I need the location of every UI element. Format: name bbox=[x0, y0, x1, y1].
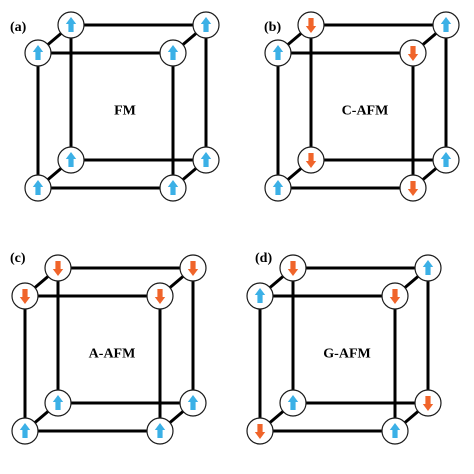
spin-down-arrow-icon bbox=[407, 181, 419, 196]
spin-site-front-tr bbox=[399, 39, 427, 67]
ordering-title-g-afm: G-AFM bbox=[323, 347, 370, 362]
spin-up-arrow-icon bbox=[32, 180, 44, 195]
spin-up-arrow-icon bbox=[422, 260, 434, 275]
spin-site-back-tr bbox=[432, 11, 460, 39]
spin-site-front-br bbox=[381, 417, 409, 445]
spin-sites bbox=[11, 254, 207, 445]
panel-label-a: (a) bbox=[10, 20, 27, 35]
spin-up-arrow-icon bbox=[440, 17, 452, 32]
spin-site-front-tr bbox=[159, 39, 187, 67]
spin-up-arrow-icon bbox=[187, 395, 199, 410]
spin-site-back-bl bbox=[44, 389, 72, 417]
spin-site-back-br bbox=[432, 146, 460, 174]
spin-up-arrow-icon bbox=[154, 423, 166, 438]
spin-sites bbox=[264, 11, 460, 202]
spin-down-arrow-icon bbox=[407, 46, 419, 61]
spin-up-arrow-icon bbox=[167, 180, 179, 195]
spin-down-arrow-icon bbox=[154, 289, 166, 304]
ordering-title-c-afm: C-AFM bbox=[342, 104, 389, 119]
spin-site-front-tr bbox=[381, 282, 409, 310]
panel-c: (c) A-AFM bbox=[10, 251, 207, 445]
spin-site-back-tr bbox=[179, 254, 207, 282]
spin-site-front-tl bbox=[264, 39, 292, 67]
spin-site-back-br bbox=[179, 389, 207, 417]
ordering-title-a-afm: A-AFM bbox=[89, 347, 136, 362]
spin-down-arrow-icon bbox=[187, 261, 199, 276]
spin-site-front-bl bbox=[24, 174, 52, 202]
spin-up-arrow-icon bbox=[19, 423, 31, 438]
spin-up-arrow-icon bbox=[52, 395, 64, 410]
spin-down-arrow-icon bbox=[389, 289, 401, 304]
spin-up-arrow-icon bbox=[200, 152, 212, 167]
spin-site-back-tl bbox=[44, 254, 72, 282]
spin-up-arrow-icon bbox=[200, 17, 212, 32]
spin-up-arrow-icon bbox=[65, 17, 77, 32]
panel-a: (a) FM bbox=[10, 11, 220, 202]
spin-site-front-bl bbox=[11, 417, 39, 445]
spin-sites bbox=[24, 11, 220, 202]
spin-site-back-tr bbox=[414, 254, 442, 282]
spin-site-front-tl bbox=[24, 39, 52, 67]
spin-site-front-br bbox=[159, 174, 187, 202]
spin-down-arrow-icon bbox=[287, 261, 299, 276]
spin-up-arrow-icon bbox=[32, 45, 44, 60]
spin-site-front-tl bbox=[246, 282, 274, 310]
spin-site-front-br bbox=[399, 174, 427, 202]
ordering-title-fm: FM bbox=[114, 104, 136, 119]
spin-site-back-tl bbox=[57, 11, 85, 39]
spin-site-back-bl bbox=[57, 146, 85, 174]
spin-sites bbox=[246, 254, 442, 445]
spin-up-arrow-icon bbox=[272, 180, 284, 195]
panel-label-b: (b) bbox=[264, 20, 281, 35]
spin-site-back-tl bbox=[297, 11, 325, 39]
spin-down-arrow-icon bbox=[19, 289, 31, 304]
panel-label-c: (c) bbox=[10, 251, 26, 266]
spin-down-arrow-icon bbox=[52, 261, 64, 276]
spin-site-back-tr bbox=[192, 11, 220, 39]
spin-down-arrow-icon bbox=[422, 396, 434, 411]
spin-up-arrow-icon bbox=[287, 395, 299, 410]
spin-up-arrow-icon bbox=[167, 45, 179, 60]
spin-site-back-tl bbox=[279, 254, 307, 282]
spin-site-front-tl bbox=[11, 282, 39, 310]
spin-down-arrow-icon bbox=[305, 153, 317, 168]
panel-d: (d) G-AFM bbox=[246, 251, 442, 445]
spin-site-front-bl bbox=[264, 174, 292, 202]
panel-b: (b) C-AFM bbox=[264, 11, 460, 202]
spin-up-arrow-icon bbox=[389, 423, 401, 438]
spin-site-front-br bbox=[146, 417, 174, 445]
spin-site-back-bl bbox=[279, 389, 307, 417]
spin-up-arrow-icon bbox=[272, 45, 284, 60]
spin-down-arrow-icon bbox=[305, 18, 317, 33]
panel-label-d: (d) bbox=[255, 251, 272, 266]
spin-site-front-bl bbox=[246, 417, 274, 445]
spin-up-arrow-icon bbox=[65, 152, 77, 167]
spin-site-back-bl bbox=[297, 146, 325, 174]
spin-site-back-br bbox=[414, 389, 442, 417]
spin-up-arrow-icon bbox=[440, 152, 452, 167]
spin-site-front-tr bbox=[146, 282, 174, 310]
spin-site-back-br bbox=[192, 146, 220, 174]
